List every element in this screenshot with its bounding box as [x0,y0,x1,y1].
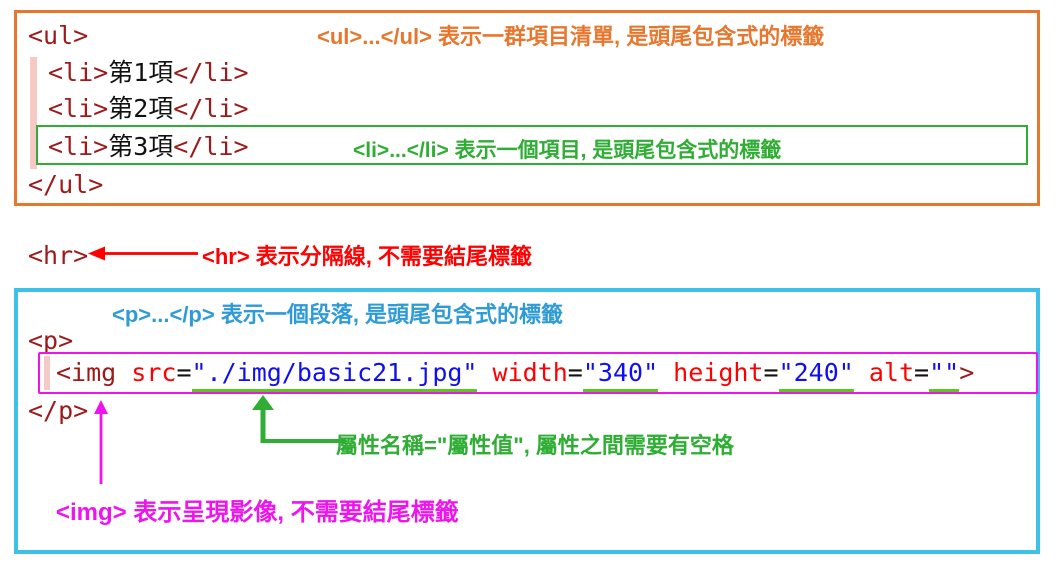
img-val-width: "340" [582,358,659,392]
ul-code-box: <ul> <ul>...</ul> 表示一群項目清單, 是頭尾包含式的標籤 <l… [14,10,1040,206]
p-code-box: <p>...</p> 表示一個段落, 是頭尾包含式的標籤 <p> <img sr… [14,288,1040,554]
edited-line-indicator [44,356,50,390]
ul-close-tag: </ul> [28,170,104,199]
img-annotation: <img> 表示呈現影像, 不需要結尾標籤 [56,499,459,526]
hr-annotation: <hr> 表示分隔線, 不需要結尾標籤 [202,244,533,269]
img-val-height: "240" [778,358,854,392]
li3-close-tag: </li> [173,132,249,161]
img-attr-alt: alt [853,358,915,387]
img-highlight-box [38,352,1038,394]
p-open-tag: <p> [28,326,74,355]
li2-close-tag: </li> [173,94,249,123]
code-line-hr: <hr> [28,241,88,275]
code-line-p-close: </p> [28,396,88,430]
code-line-ul-close: </ul> [28,170,103,204]
p-close-tag: </p> [28,396,89,425]
p-annotation: <p>...</p> 表示一個段落, 是頭尾包含式的標籤 [112,302,564,327]
img-attr-height: height [658,358,764,387]
img-attr-width: width [477,358,568,387]
code-line-li-1: <li>第1項</li> [48,58,249,92]
li-annotation: <li>...</li> 表示一個項目, 是頭尾包含式的標籤 [353,139,782,162]
code-line-li-2: <li>第2項</li> [48,94,249,128]
img-eq-width: = [567,358,583,387]
attribute-annotation: 屬性名稱="屬性值", 屬性之間需要有空格 [336,433,734,458]
ul-open-tag: <ul> [28,21,89,50]
li-highlight-box [36,125,1028,165]
img-eq-alt: = [914,358,930,387]
li1-open-tag: <li> [48,58,109,87]
arrow-up-icon [94,400,108,484]
img-val-alt: "" [929,358,960,392]
img-val-src: "./img/basic21.jpg" [191,358,478,392]
edited-lines-indicator [30,57,37,169]
li2-open-tag: <li> [48,94,109,123]
code-line-img: <img src="./img/basic21.jpg" width="340"… [56,358,974,392]
img-attr-src: src [116,358,177,387]
li3-open-tag: <li> [48,132,109,161]
li1-close-tag: </li> [173,58,249,87]
code-line-p-open: <p> [28,326,73,360]
li3-text: 第3項 [108,132,174,161]
code-line-ul-open: <ul> [28,21,88,55]
ul-annotation: <ul>...</ul> 表示一群項目清單, 是頭尾包含式的標籤 [317,24,825,49]
img-eq-src: = [176,358,192,387]
img-open-tag: <img [56,358,117,387]
hr-tag: <hr> [28,241,89,270]
li2-text: 第2項 [108,94,174,123]
img-close-bracket: > [959,358,975,387]
li1-text: 第1項 [108,58,174,87]
code-line-li-3: <li>第3項</li> [48,132,249,166]
arrow-left-icon [88,246,198,261]
elbow-arrow-up-icon [252,395,346,443]
img-eq-height: = [763,358,779,387]
